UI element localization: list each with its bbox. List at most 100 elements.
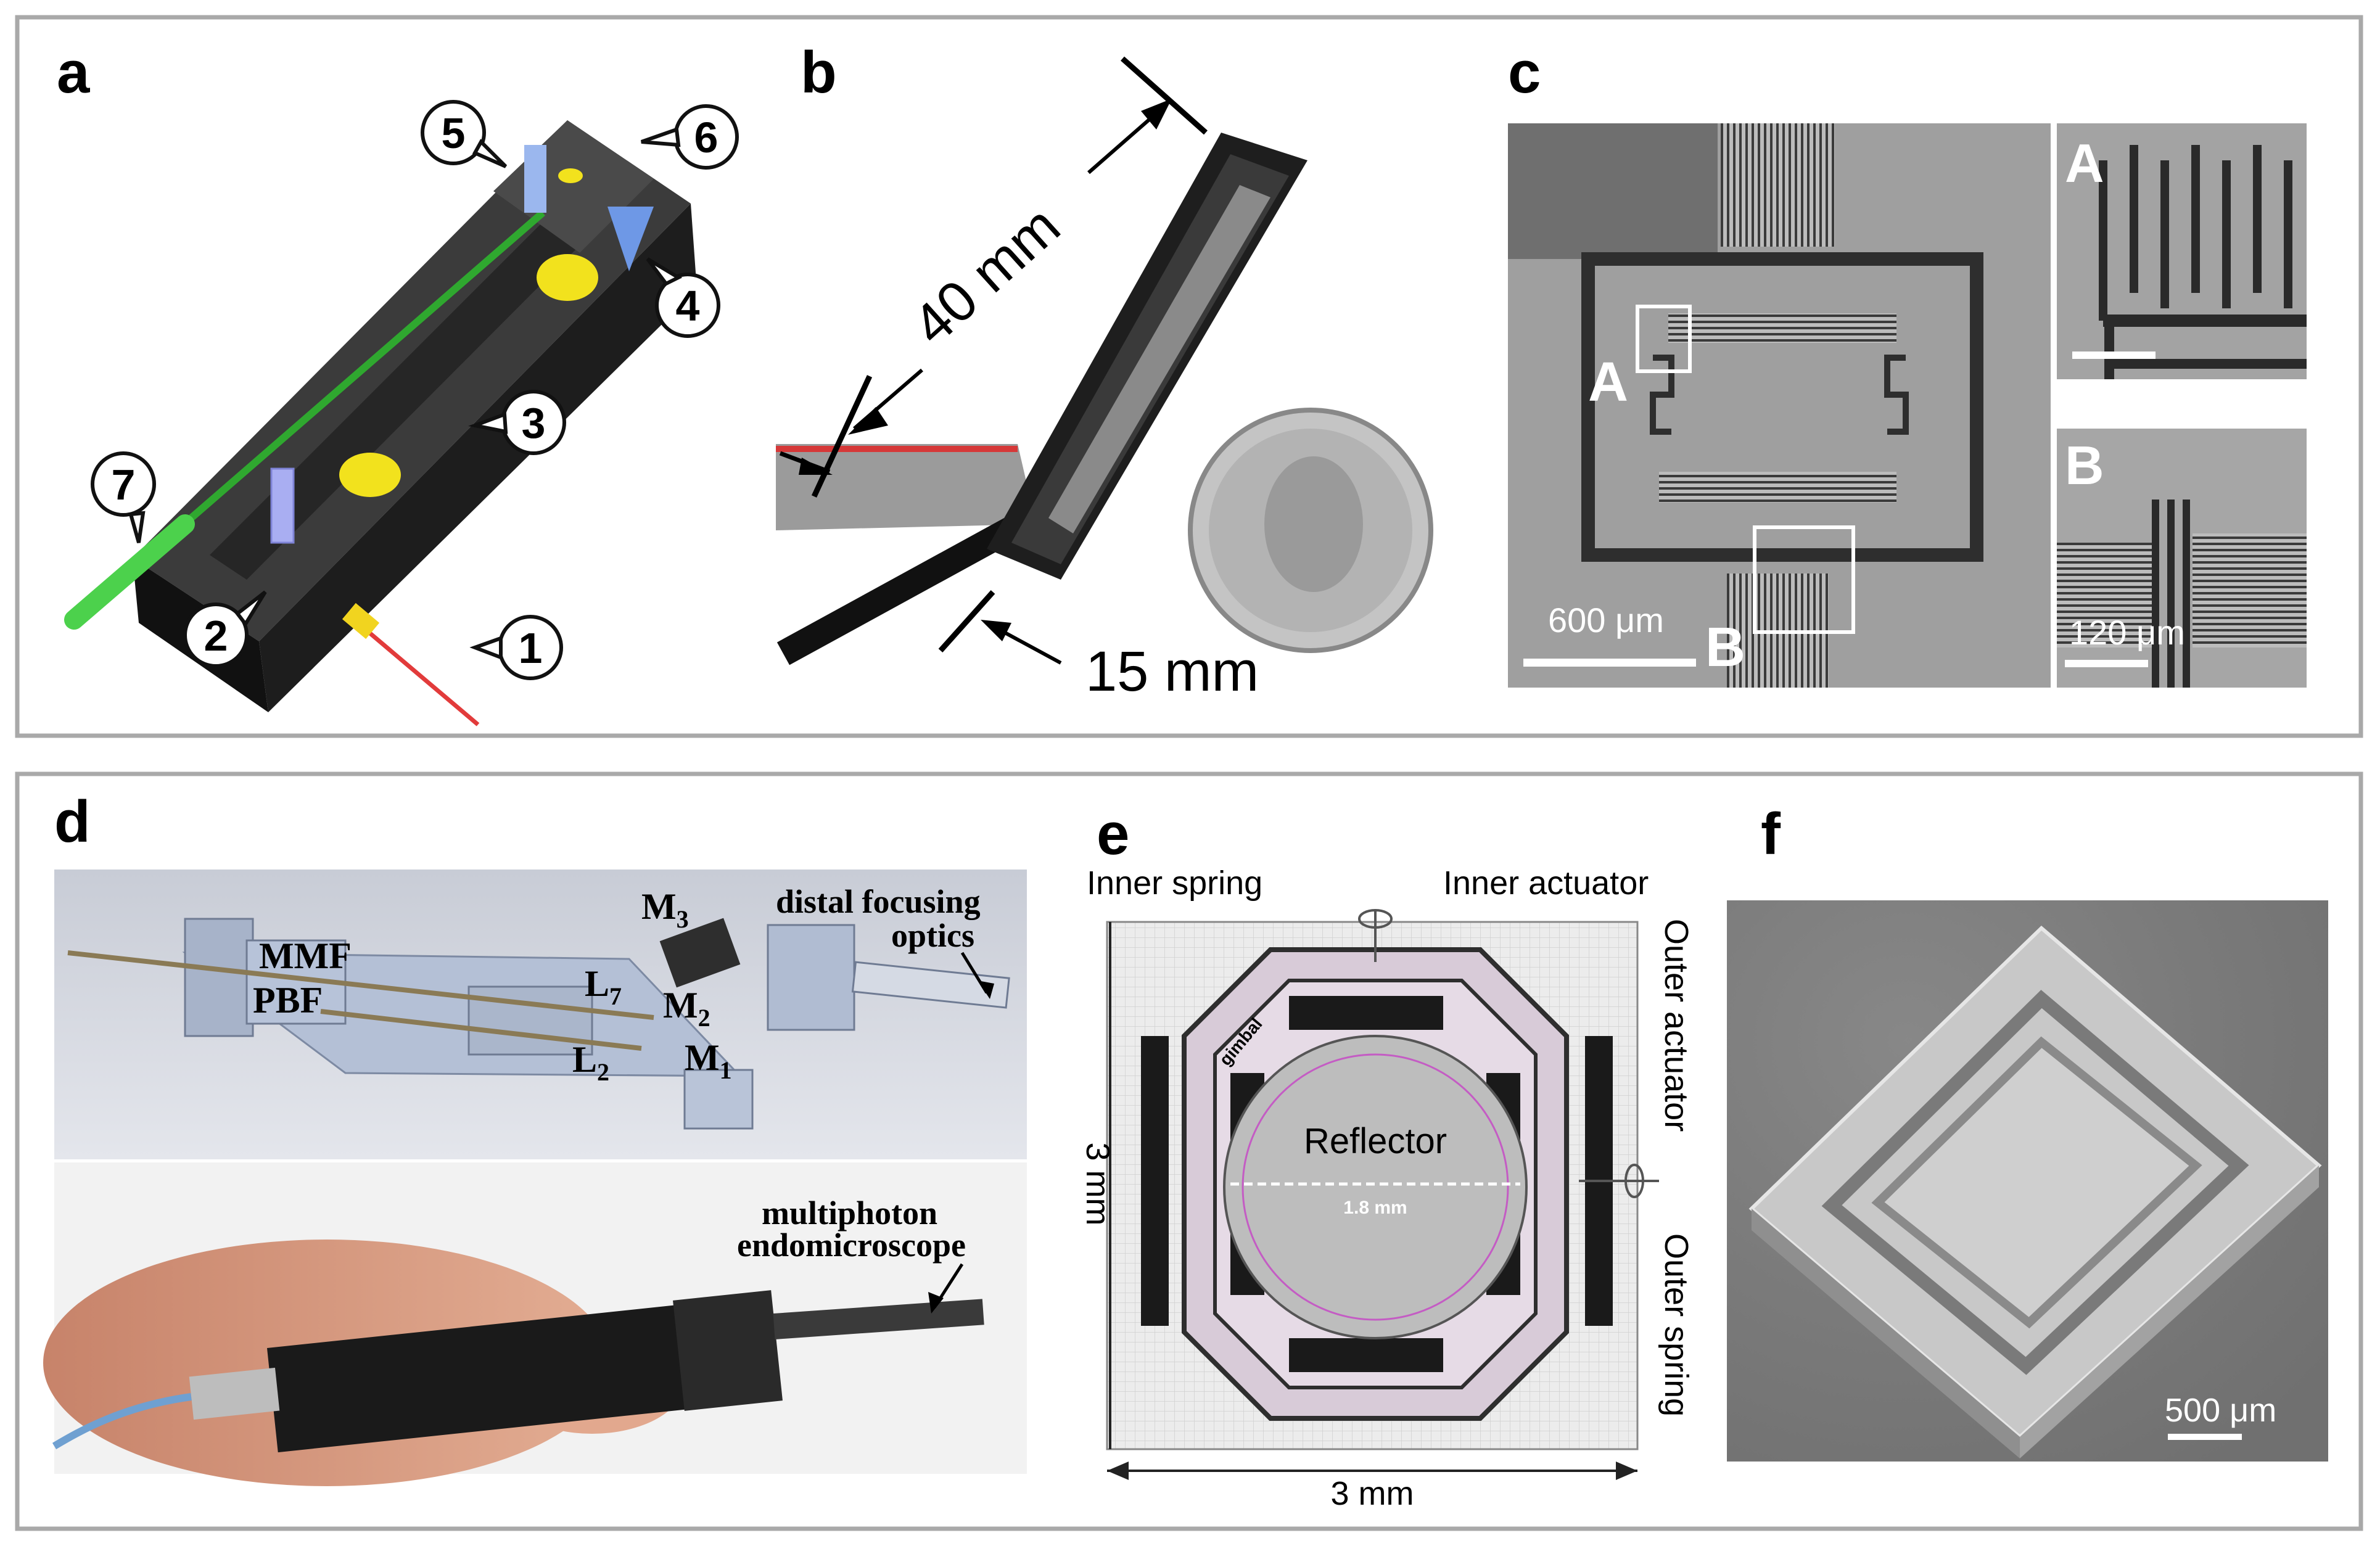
endo-connector <box>189 1367 280 1420</box>
inner-comb-2 <box>1659 472 1896 503</box>
dim-line-15-bot <box>938 590 995 653</box>
label-inner-actuator: Inner actuator <box>1443 865 1649 902</box>
callout-6: 6 <box>641 104 739 170</box>
label-m1: M1 <box>685 1037 732 1084</box>
yellow-ferrule <box>342 602 380 639</box>
spring-left <box>1650 355 1674 435</box>
mirror-5 <box>524 145 546 213</box>
endo-body <box>266 1304 696 1453</box>
cad-tube <box>851 961 1010 1009</box>
label-pbf: PBF <box>253 980 323 1021</box>
dim-line-40-right <box>1121 56 1208 135</box>
scale-text-main: 600 μm <box>1548 601 1664 639</box>
callout-7: 7 <box>91 451 156 543</box>
label-inner-spring: Inner spring <box>1087 865 1262 902</box>
dim-15mm: 15 mm <box>1085 640 1259 703</box>
reflector <box>1223 1035 1528 1339</box>
red-fiber <box>356 621 480 726</box>
label-outer-actuator: Outer actuator <box>1658 919 1695 1132</box>
label-endo-1: multiphoton <box>762 1194 937 1231</box>
svg-text:7: 7 <box>112 461 136 509</box>
panel-c: c A B 600 μm A B 1 <box>1508 39 2307 688</box>
grating-2 <box>270 467 295 544</box>
svg-text:2: 2 <box>204 612 228 660</box>
callout-5: 5 <box>421 100 508 168</box>
scale-bar-f <box>2168 1434 2242 1440</box>
green-fiber-end <box>64 514 195 630</box>
label-b-main: B <box>1705 617 1745 678</box>
inset-b-scale <box>2065 660 2148 667</box>
label-l7: L7 <box>585 963 622 1010</box>
cad-fiber-1 <box>67 950 654 1020</box>
panel-a: a 1 2 <box>57 39 739 726</box>
callout-3: 3 <box>468 390 566 455</box>
arrowhead-15a <box>799 458 833 475</box>
label-a-main: A <box>1588 352 1628 413</box>
box-a <box>1636 305 1692 373</box>
cad-m1 <box>683 1069 754 1130</box>
element-6 <box>558 168 583 183</box>
panel-a-letter: a <box>57 39 90 105</box>
cad-fiber-2 <box>320 1009 642 1051</box>
comb-top <box>1721 123 1835 247</box>
label-outer-spring: Outer spring <box>1658 1233 1695 1416</box>
scale-bar-main <box>1523 659 1696 667</box>
label-diameter: 1.8 mm <box>1343 1198 1407 1218</box>
panel-f-letter: f <box>1761 801 1781 867</box>
label-m3: M3 <box>641 886 689 933</box>
axis-right-rot <box>1624 1164 1644 1198</box>
cad-block-left <box>184 918 254 1037</box>
label-endo-2: endomicroscope <box>737 1227 966 1264</box>
label-m2: M2 <box>663 985 710 1032</box>
label-l2: L2 <box>572 1039 609 1086</box>
inner-comb-1 <box>1668 313 1896 343</box>
inset-a-leg <box>2104 321 2307 379</box>
axis-top-rot <box>1358 909 1393 929</box>
panel-e: e Inner spring Inner actuator Reflector … <box>1079 801 1695 1512</box>
panel-c-letter: c <box>1508 39 1541 105</box>
dim-e-side: 3 mm <box>1079 1143 1116 1226</box>
endo-cable <box>52 1393 192 1450</box>
dim-line-40-left <box>811 375 873 498</box>
chip-side2 <box>2020 1166 2319 1458</box>
scale-text-f: 500 μm <box>2165 1392 2276 1429</box>
panel-f: f 500 μm <box>1727 801 2328 1462</box>
device-channel <box>1048 185 1270 533</box>
inset-b-comb <box>2057 543 2156 648</box>
cad-tube-housing <box>767 924 855 1031</box>
box-b <box>1753 525 1855 634</box>
inset-a-comb <box>2099 145 2292 321</box>
svg-text:5: 5 <box>442 109 466 157</box>
dim-e-bottom: 3 mm <box>1331 1475 1414 1512</box>
dim-e-arrow-left <box>1107 1462 1129 1480</box>
cad-m3 <box>659 918 741 988</box>
chip-ring-outer <box>1821 990 2249 1375</box>
arrowhead-15b <box>981 620 1011 641</box>
svg-text:4: 4 <box>676 282 700 330</box>
panel-d-letter: d <box>54 789 91 855</box>
chip-side <box>1752 1209 2020 1458</box>
bench-side <box>259 204 697 712</box>
inset-a-label: A <box>2065 133 2104 194</box>
scale-text-inset: 120 μm <box>2069 613 2185 652</box>
bench-groove <box>210 210 592 580</box>
label-distal-2: optics <box>891 917 974 954</box>
arrowhead-40a <box>848 407 888 435</box>
callout-2: 2 <box>183 590 267 668</box>
ribbon-cable <box>776 444 1036 530</box>
sem-frame <box>1581 252 1983 562</box>
svg-text:1: 1 <box>519 624 543 672</box>
panel-e-letter: e <box>1097 801 1129 867</box>
prism-4 <box>607 207 654 271</box>
reflector-trace <box>1241 1053 1509 1321</box>
inset-b-rails <box>2152 500 2190 688</box>
svg-text:6: 6 <box>694 113 719 162</box>
spring-right <box>1884 355 1909 435</box>
label-reflector: Reflector <box>1304 1121 1447 1161</box>
callout-1: 1 <box>469 615 563 680</box>
panel-d: d MMF PBF L7 L2 M1 M2 M3 distal focusing… <box>43 789 1027 1486</box>
lens-3b <box>537 254 598 301</box>
lens-3a <box>339 453 401 497</box>
arrowhead-distal <box>978 981 994 999</box>
